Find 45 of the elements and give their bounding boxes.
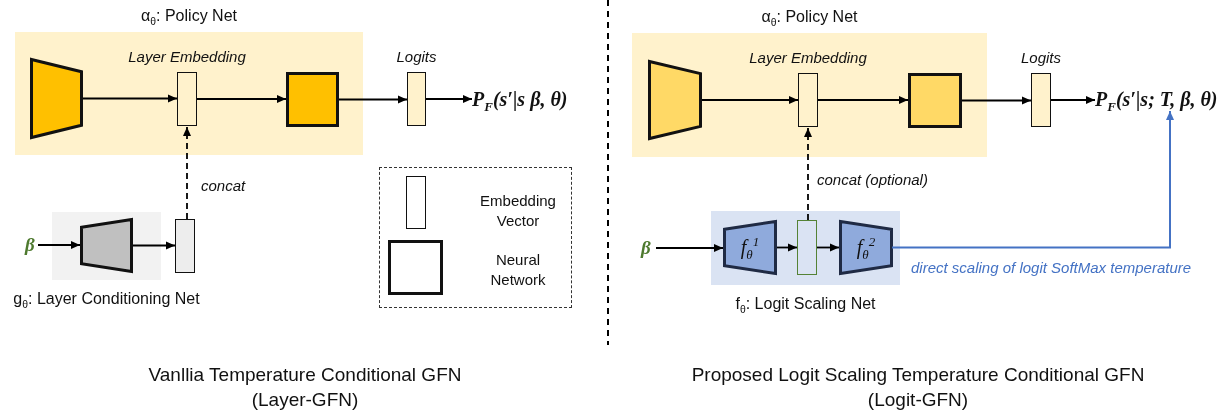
arrow [196,95,287,103]
arrow [891,110,1174,249]
beta-label: β [25,234,35,256]
network-trapezoid [723,220,777,275]
formula-text: P$_{F}$(s′|s β, θ) [472,88,568,110]
panel-title: α$_{θ}$: Policy Net [141,7,237,25]
caption-text: (Layer-GFN) [251,388,359,412]
arrow [425,95,473,103]
caption-text: Proposed Logit Scaling Temperature Conditional GFN [691,363,1145,387]
network-trapezoid [648,60,702,140]
arrow [804,127,812,221]
arrow [183,126,191,220]
panel-title: f$_{θ}$: Logit Scaling Net [735,295,876,313]
embedding-vector [797,220,817,275]
caption-text: (Logit-GFN) [867,388,969,412]
formula-text: P$_{F}$(s′|s; T, β, θ) [1095,88,1218,110]
arrow [37,241,81,249]
arrow [132,241,176,250]
panel-title: α$_{θ}$: Policy Net [761,8,858,26]
arrow [961,96,1032,105]
layer-label: Logits [1021,49,1061,67]
embedding-vector [175,219,195,273]
edge-label: concat (optional) [817,171,928,188]
arrow [701,96,799,104]
arrow [1050,96,1096,104]
legend-text: Neural Network [489,250,547,290]
layer-label: Logits [396,48,437,66]
neural-network-box [286,72,339,127]
arrow [776,243,798,252]
layer-label: Layer Embedding [749,49,867,67]
network-trapezoid [80,218,133,273]
network-trapezoid [839,220,893,275]
caption-text: Vanllia Temperature Conditional GFN [148,363,462,387]
arrow [816,243,840,252]
beta-label: β [641,237,651,259]
neural-network-box [908,73,962,128]
layer-label: Layer Embedding [128,48,246,66]
panel-title: g$_{θ}$: Layer Conditioning Net [13,290,200,308]
arrow [817,96,909,104]
arrow [655,244,724,252]
network-trapezoid [30,58,83,139]
legend-text: Embedding Vector [479,191,557,231]
arrow [82,94,178,103]
edge-label: direct scaling of logit SoftMax temperature [911,259,1192,276]
arrow [338,95,408,104]
